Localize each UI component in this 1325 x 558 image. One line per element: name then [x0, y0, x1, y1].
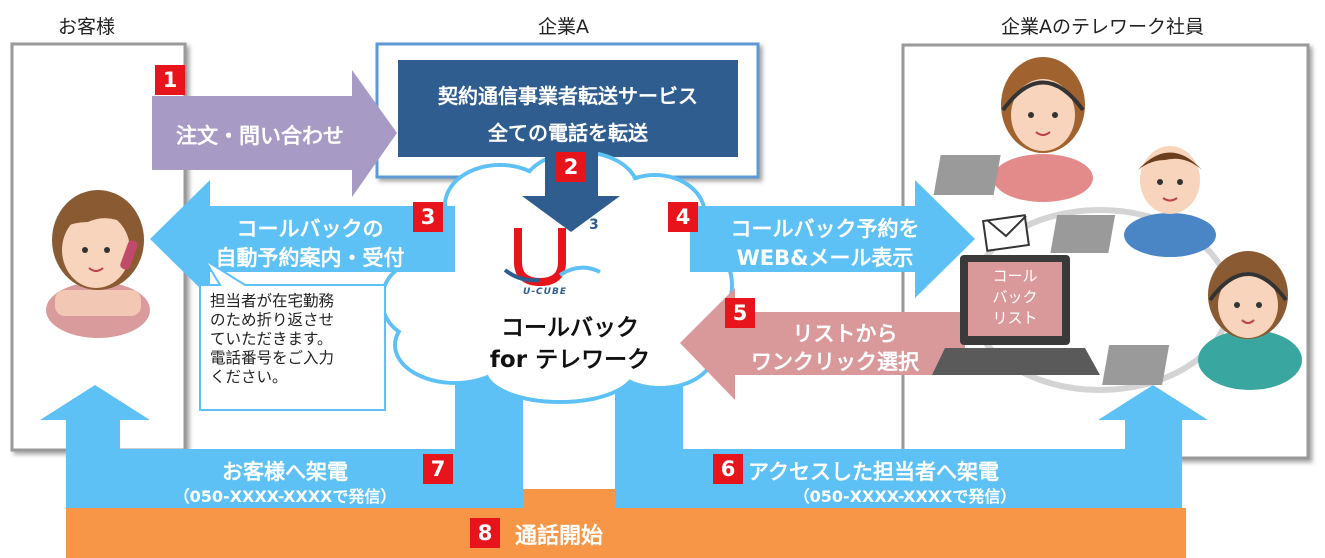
step-4-badge: 4 [668, 202, 698, 232]
laptop-screen-text: コール バック リスト [968, 266, 1062, 329]
company-header: 企業A [538, 16, 589, 38]
step-7-badge: 7 [423, 454, 453, 484]
speech-line-2: のため折り返させ [210, 311, 335, 329]
speech-bubble [199, 259, 386, 411]
step-7-line1: お客様へ架電 [222, 460, 348, 484]
speech-line-5: ください。 [210, 368, 288, 386]
step-5-line2: ワンクリック選択 [751, 350, 919, 374]
step-3-line1: コールバックの [236, 217, 384, 241]
laptop-line-3: リスト [992, 309, 1038, 327]
forward-down-arrow [522, 148, 620, 232]
step-6-line2: （050-XXXX-XXXXで発信） [793, 487, 1017, 506]
step-3-badge: 3 [413, 202, 443, 232]
step-2-badge: 2 [556, 152, 586, 182]
carrier-box [398, 60, 738, 157]
laptop-line-1: コール [992, 267, 1038, 285]
step-7-line2: （050-XXXX-XXXXで発信） [173, 487, 397, 506]
carrier-box-line2: 全ての電話を転送 [488, 121, 648, 145]
step-4-line1: コールバック予約を [730, 217, 920, 241]
order-inquiry-arrow [152, 70, 397, 197]
logo-text: U-CUBE [523, 287, 567, 297]
cloud-title-line2: for テレワーク [489, 347, 651, 373]
callback-display-arrow [690, 180, 975, 298]
step-5-badge: 5 [725, 298, 755, 328]
speech-line-3: ていただきます。 [210, 330, 333, 348]
speech-line-4: 電話番号をご入力 [210, 349, 335, 367]
employee-woman-bottom-icon [1102, 251, 1302, 390]
call-start-bar [66, 508, 1186, 558]
logo-superscript: 3 [589, 217, 599, 233]
step-5-line1: リストから [792, 322, 898, 346]
mail-icon [981, 214, 1031, 252]
employee-man-icon [1050, 146, 1216, 257]
speech-line-1: 担当者が在宅勤務 [210, 292, 335, 310]
step-3-line2: 自動予約案内・受付 [215, 246, 405, 270]
employee-woman-top-icon [933, 57, 1093, 202]
step-4-line2: WEB&メール表示 [736, 246, 914, 270]
callback-guide-arrow [150, 180, 455, 298]
step-1-badge: 1 [155, 65, 185, 95]
step-6-badge: 6 [713, 454, 743, 484]
laptop-line-2: バック [992, 288, 1038, 306]
carrier-box-line1: 契約通信事業者転送サービス [438, 84, 698, 108]
step-1-label: 注文・問い合わせ [176, 124, 344, 148]
step-8-label: 通話開始 [515, 524, 604, 549]
customer-header: お客様 [58, 16, 116, 38]
customer-person-icon [46, 190, 150, 338]
employee-header: 企業Aのテレワーク社員 [1001, 16, 1204, 38]
step-6-line1: アクセスした担当者へ架電 [748, 460, 999, 484]
cloud-title-line1: コールバック [501, 315, 639, 341]
call-start-bar-notch [520, 489, 615, 511]
step-8-badge: 8 [470, 518, 500, 548]
call-customer-arrow [40, 378, 523, 508]
speech-bubble-text: 担当者が在宅勤務 のため折り返させ ていただきます。 電話番号をご入力 ください… [210, 292, 380, 387]
center-laptop [932, 255, 1100, 375]
call-employee-arrow [615, 378, 1208, 508]
u-cube-logo [503, 228, 601, 287]
